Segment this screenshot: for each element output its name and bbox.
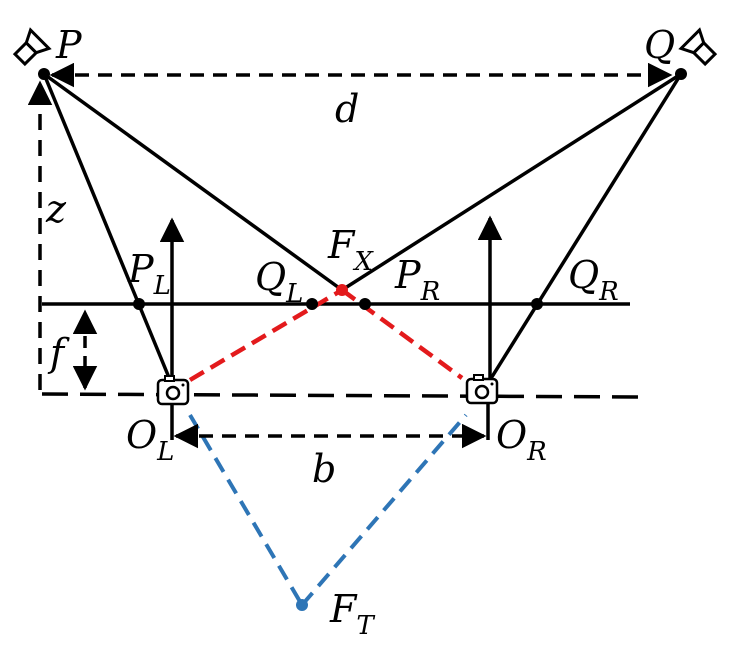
label-pl: PL: [127, 247, 171, 301]
point-p: [38, 68, 50, 80]
label-f: f: [47, 331, 70, 375]
point-pr: [359, 298, 371, 310]
point-pl: [133, 298, 145, 310]
camera-icon-left: [156, 375, 190, 406]
label-q: Q: [644, 23, 675, 67]
label-z: z: [45, 187, 67, 231]
point-qr: [531, 298, 543, 310]
label-or: OR: [496, 413, 547, 467]
blue-ray-right: [300, 413, 468, 607]
label-d: d: [335, 87, 359, 131]
ray-q-to-right-camera: [488, 73, 683, 381]
label-ft: FT: [329, 587, 375, 641]
blue-ray-left: [188, 413, 304, 607]
ray-p-to-right-camera: [42, 72, 344, 292]
label-fx: FX: [327, 223, 374, 277]
fx-point: [336, 284, 348, 296]
camera-baseline-dashed: [41, 392, 646, 399]
label-ol: OL: [126, 413, 174, 467]
camera-icon-right: [465, 374, 499, 405]
point-q: [675, 68, 687, 80]
label-ql: QL: [255, 255, 303, 309]
label-p: P: [55, 23, 83, 67]
label-pr: PR: [394, 253, 440, 307]
ray-p-to-left-camera: [42, 73, 172, 381]
label-b: b: [312, 447, 336, 491]
projector-icon-right: [678, 27, 718, 67]
projector-icon-left: [12, 27, 52, 67]
label-qr: QR: [568, 253, 619, 307]
point-ql: [306, 298, 318, 310]
ft-point: [296, 599, 308, 611]
ray-q-to-left-camera: [341, 72, 682, 292]
